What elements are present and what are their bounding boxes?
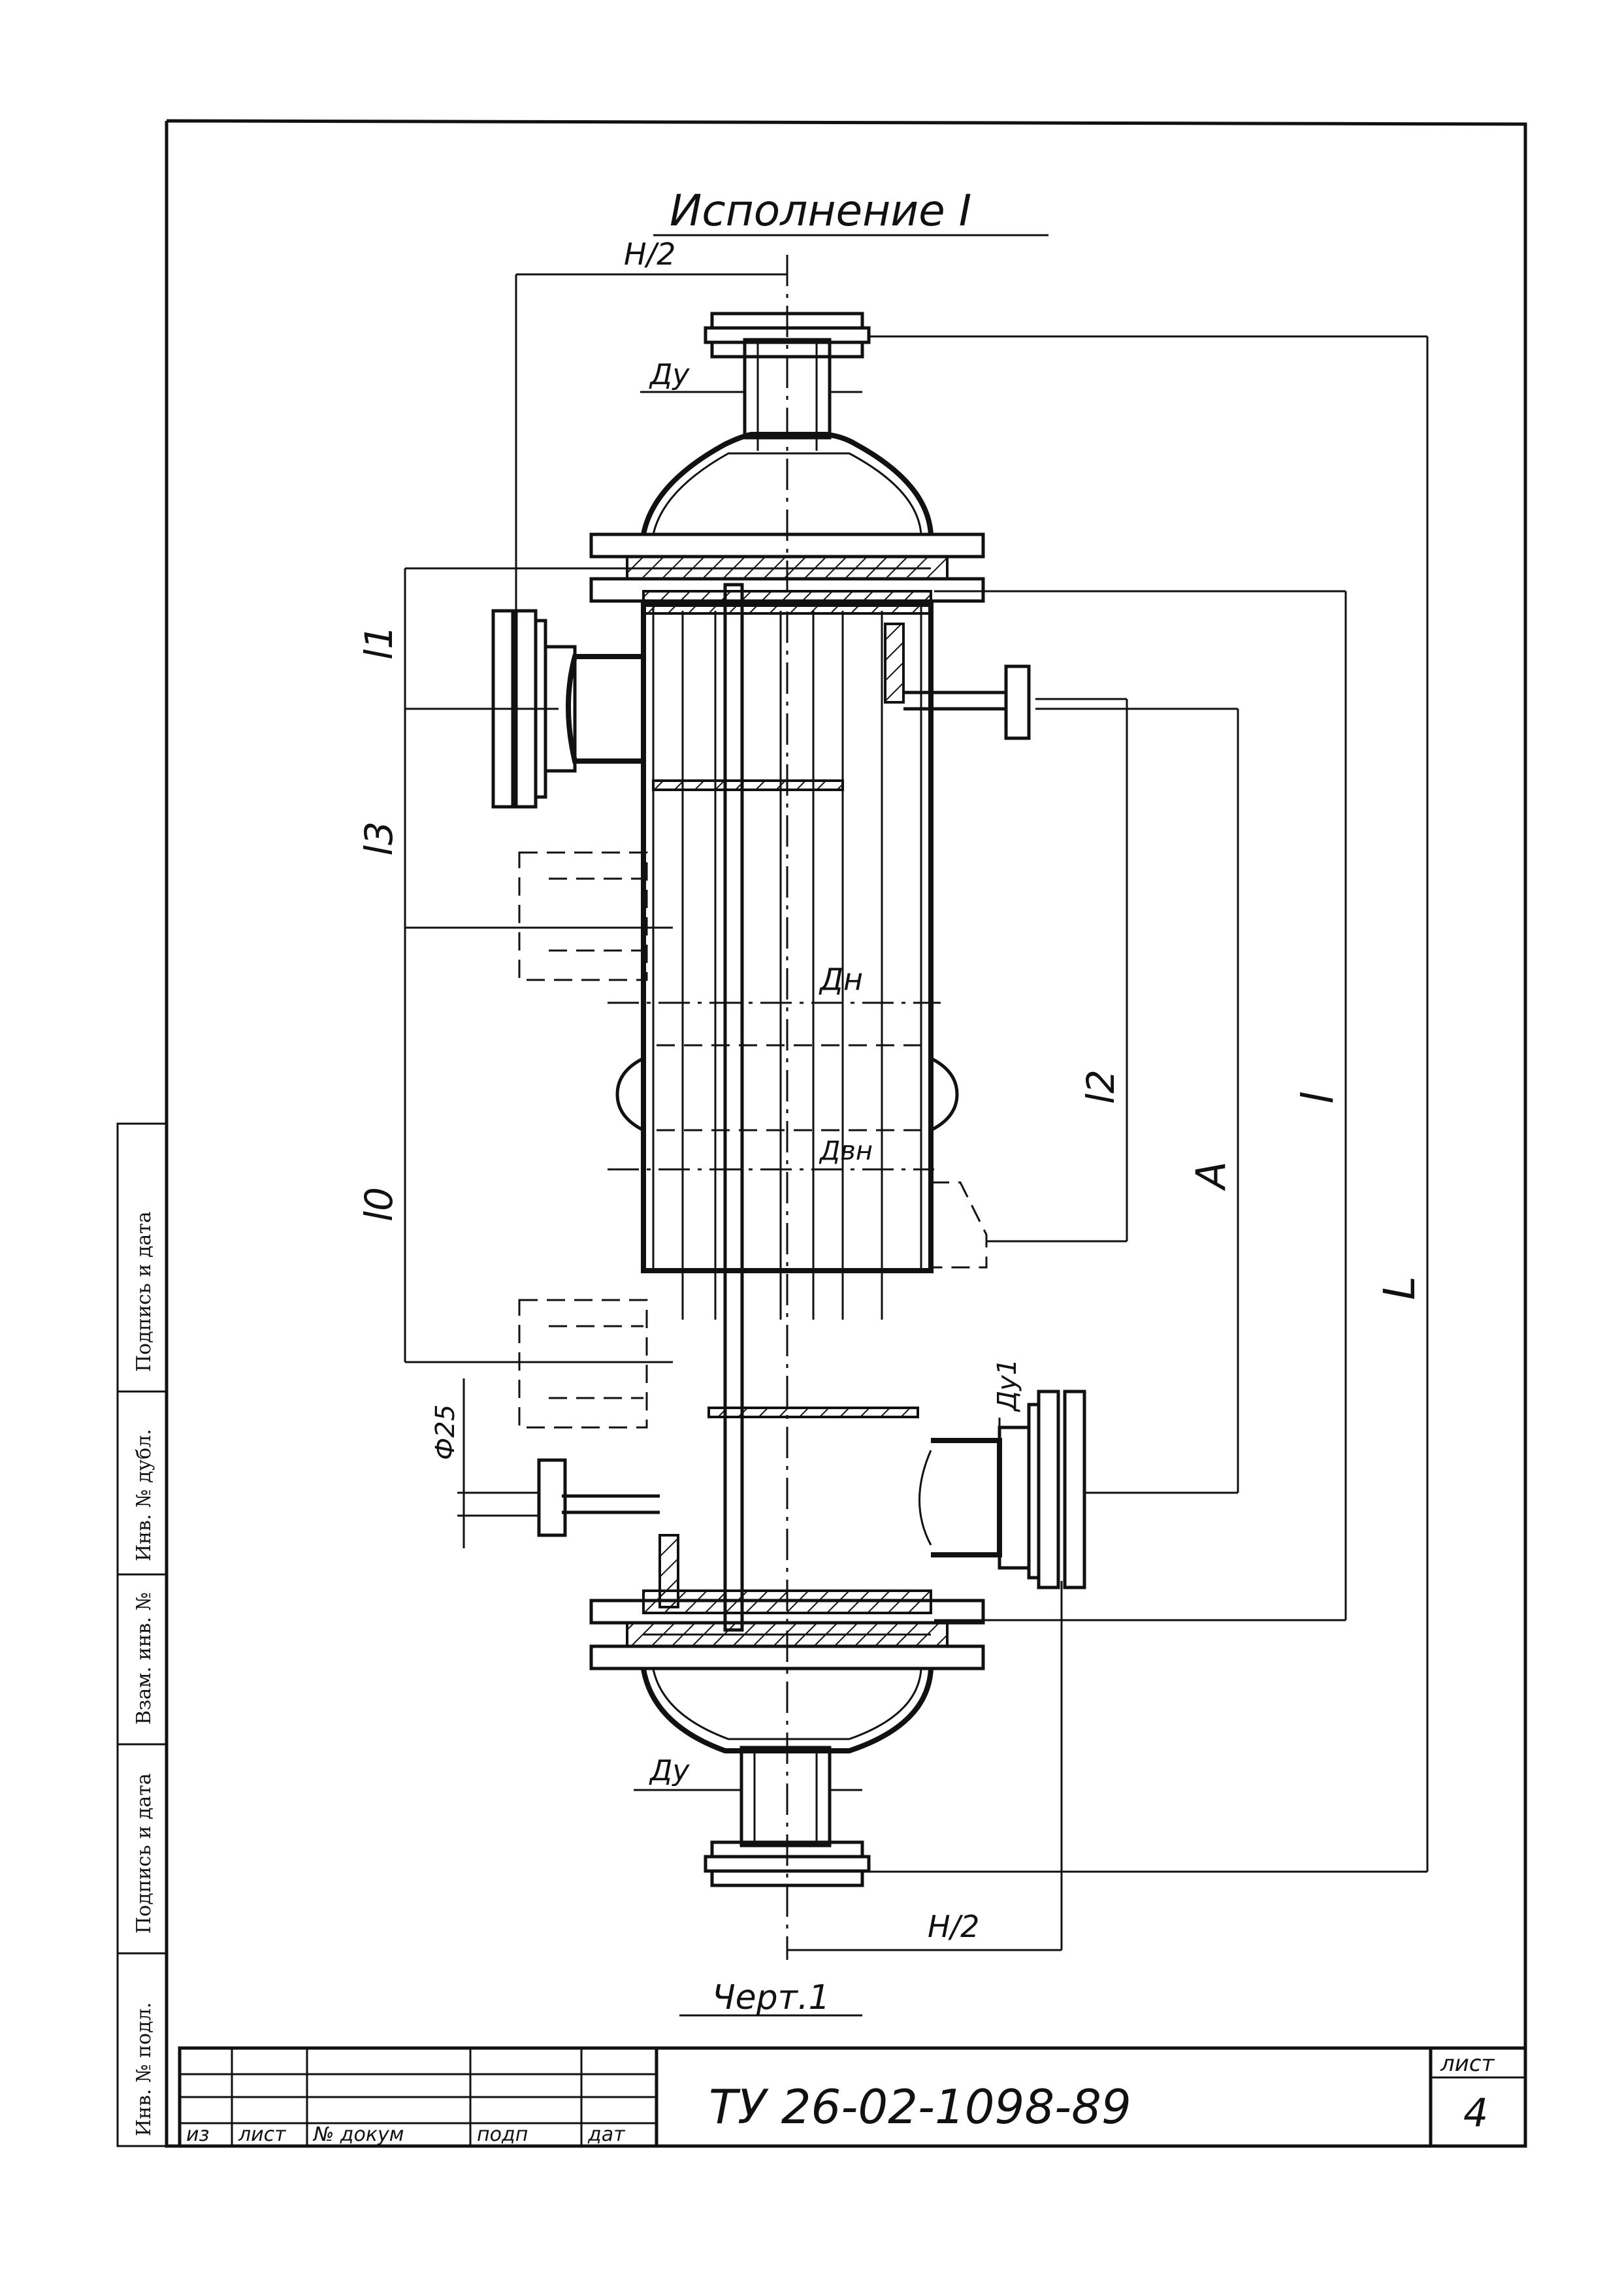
stamp-signature-2: Подпись и дата (133, 1211, 155, 1372)
stamp-signature-1: Подпись и дата (133, 1773, 155, 1934)
tube-bundle (681, 611, 883, 1320)
dim-h2-bottom: H/2 (928, 1909, 979, 1944)
drawing-caption: Черт.1 (712, 1978, 830, 2017)
dim-du1: Ду1 (992, 1359, 1022, 1412)
dim-a: A (1187, 1162, 1235, 1192)
col-date: дат (587, 2123, 626, 2146)
left-lower-nozzle (537, 1458, 679, 1608)
dim-l: l (1293, 1092, 1343, 1104)
side-stamp: Инв. № подл. Подпись и дата Взам. инв. №… (116, 1122, 168, 2147)
dim-l0: l0 (357, 1187, 401, 1222)
dim-L: L (1374, 1276, 1425, 1300)
support-lugs (615, 1056, 959, 1132)
dim-du-bottom: Ду (649, 1754, 690, 1787)
stamp-inv-podl: Инв. № подл. (133, 2002, 155, 2136)
dim-du-top: Ду (649, 358, 690, 391)
dimension-lines (404, 255, 1429, 1960)
stamp-vzam-inv: Взам. инв. № (133, 1592, 155, 1725)
dim-l2: l2 (1079, 1069, 1123, 1104)
drawing-title: Исполнение I (670, 186, 971, 236)
right-dashed-nozzle (931, 1181, 988, 1269)
title-block (178, 2046, 1527, 2148)
doc-number: ТУ 26-02-1098-89 (709, 2079, 1131, 2134)
right-upper-nozzle (884, 623, 1031, 740)
left-dashed-nozzles (518, 851, 648, 1429)
dim-dvn: Двн (819, 1136, 873, 1166)
bottom-flange-assembly (589, 1599, 985, 1753)
right-lower-nozzle (918, 1390, 1086, 1589)
baffles (652, 779, 919, 1418)
tie-rod (723, 583, 744, 1632)
col-sign: подп (477, 2123, 528, 2146)
sheet-number: 4 (1463, 2091, 1488, 2136)
col-doc: № докум (312, 2123, 404, 2146)
col-iz: из (186, 2123, 209, 2146)
sheet-label: лист (1440, 2051, 1495, 2077)
dim-f25: Ф25 (430, 1405, 461, 1460)
col-list: лист (238, 2123, 287, 2146)
heat-exchanger (491, 312, 1086, 1887)
stamp-inv-dubl: Инв. № дубл. (133, 1429, 155, 1561)
dim-l1: l1 (357, 625, 401, 660)
dim-h2-top: H/2 (624, 236, 675, 272)
dim-l3: l3 (357, 821, 401, 856)
dim-dn: Дн (819, 962, 863, 997)
